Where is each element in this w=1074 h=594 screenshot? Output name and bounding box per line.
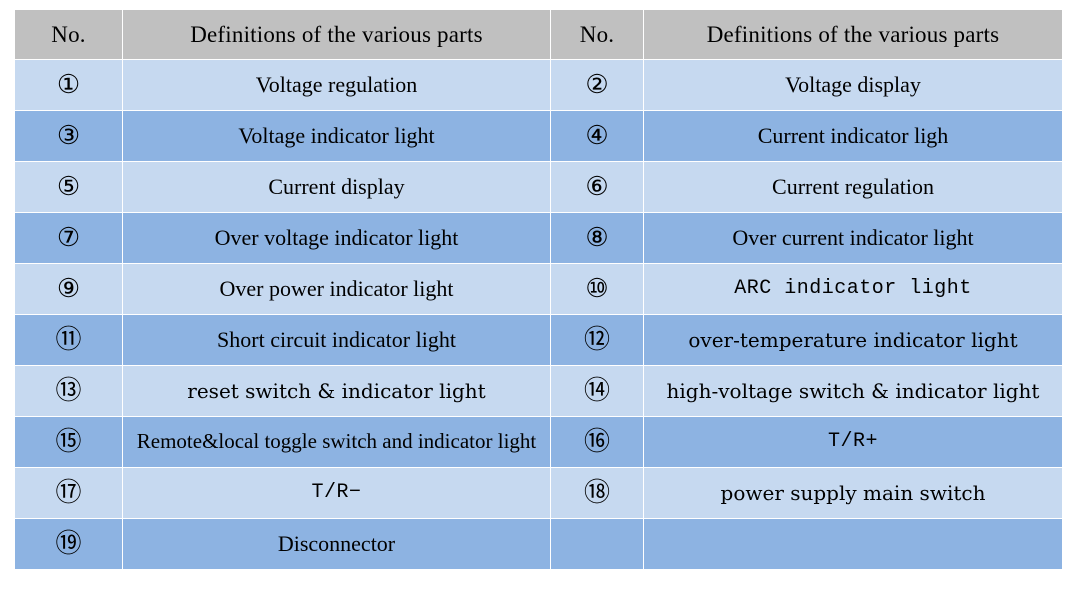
- item-number: ④: [550, 110, 644, 162]
- table-row: ③ Voltage indicator light ④ Current indi…: [14, 110, 1063, 162]
- item-number: ⑨: [14, 263, 123, 315]
- column-header-definition-right: Definitions of the various parts: [643, 9, 1063, 60]
- table-row: ⑰ T/R− ⑱ power supply main switch: [14, 467, 1063, 519]
- parts-definition-table: No. Definitions of the various parts No.…: [14, 9, 1063, 570]
- table-row: ⑤ Current display ⑥ Current regulation: [14, 161, 1063, 213]
- item-number: ③: [14, 110, 123, 162]
- item-definition: Disconnector: [122, 518, 551, 570]
- item-definition: Voltage regulation: [122, 59, 551, 111]
- item-number: ⑭: [550, 365, 644, 417]
- item-number: ⑬: [14, 365, 123, 417]
- column-header-no-right: No.: [550, 9, 644, 60]
- item-definition: T/R+: [643, 416, 1063, 468]
- column-header-no-left: No.: [14, 9, 123, 60]
- item-number: ②: [550, 59, 644, 111]
- table-row: ⑬ reset switch & indicator light ⑭ high-…: [14, 365, 1063, 417]
- item-definition: T/R−: [122, 467, 551, 519]
- table-row: ⑨ Over power indicator light ⑩ ARC indic…: [14, 263, 1063, 315]
- item-definition: high-voltage switch & indicator light: [643, 365, 1063, 417]
- item-number: ⑧: [550, 212, 644, 264]
- item-definition: power supply main switch: [643, 467, 1063, 519]
- table-body: ① Voltage regulation ② Voltage display ③…: [14, 59, 1063, 570]
- item-number-empty: [550, 518, 644, 570]
- table-row: ⑪ Short circuit indicator light ⑫ over-t…: [14, 314, 1063, 366]
- item-definition: Voltage indicator light: [122, 110, 551, 162]
- item-number: ⑮: [14, 416, 123, 468]
- item-number: ⑦: [14, 212, 123, 264]
- item-number: ①: [14, 59, 123, 111]
- table-header: No. Definitions of the various parts No.…: [14, 9, 1063, 60]
- item-definition: reset switch & indicator light: [122, 365, 551, 417]
- item-number: ⑰: [14, 467, 123, 519]
- item-number: ⑪: [14, 314, 123, 366]
- item-number: ⑥: [550, 161, 644, 213]
- item-definition: Short circuit indicator light: [122, 314, 551, 366]
- table-header-row: No. Definitions of the various parts No.…: [14, 9, 1063, 60]
- table-row: ⑲ Disconnector: [14, 518, 1063, 570]
- item-definition: Over voltage indicator light: [122, 212, 551, 264]
- item-number: ⑲: [14, 518, 123, 570]
- table-row: ⑦ Over voltage indicator light ⑧ Over cu…: [14, 212, 1063, 264]
- item-definition: Over current indicator light: [643, 212, 1063, 264]
- parts-definition-table-container: No. Definitions of the various parts No.…: [14, 9, 1063, 570]
- item-definition: Voltage display: [643, 59, 1063, 111]
- item-number: ⑩: [550, 263, 644, 315]
- item-definition: ARC indicator light: [643, 263, 1063, 315]
- table-row: ① Voltage regulation ② Voltage display: [14, 59, 1063, 111]
- item-number: ⑤: [14, 161, 123, 213]
- item-number: ⑱: [550, 467, 644, 519]
- item-number: ⑫: [550, 314, 644, 366]
- item-definition: over-temperature indicator light: [643, 314, 1063, 366]
- item-definition: Current display: [122, 161, 551, 213]
- table-row: ⑮ Remote&local toggle switch and indicat…: [14, 416, 1063, 468]
- column-header-definition-left: Definitions of the various parts: [122, 9, 551, 60]
- item-definition: Current indicator ligh: [643, 110, 1063, 162]
- item-definition: Over power indicator light: [122, 263, 551, 315]
- item-definition: Remote&local toggle switch and indicator…: [122, 416, 551, 468]
- item-definition-empty: [643, 518, 1063, 570]
- item-number: ⑯: [550, 416, 644, 468]
- item-definition: Current regulation: [643, 161, 1063, 213]
